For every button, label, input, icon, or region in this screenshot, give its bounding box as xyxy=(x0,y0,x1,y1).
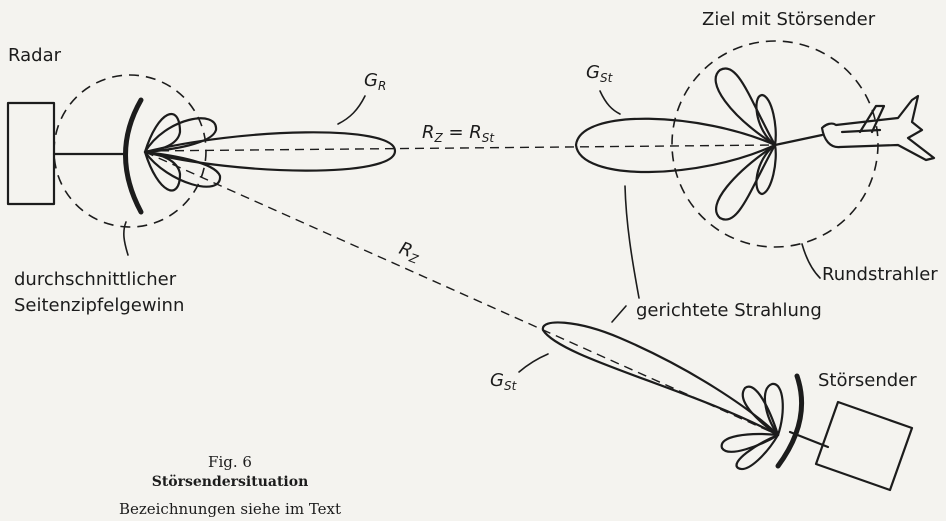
label-gst-target: GSt xyxy=(586,62,614,85)
radar-station xyxy=(6,74,397,228)
aircraft-wing xyxy=(858,104,886,134)
range-line-target xyxy=(144,144,776,152)
target-jammer xyxy=(574,40,936,248)
radar-box xyxy=(6,101,56,206)
jammer-sidelobe xyxy=(741,385,780,437)
caption-note: Bezeichnungen siehe im Text xyxy=(119,500,341,518)
label-gr: GR xyxy=(364,70,386,93)
radar-reflector xyxy=(123,97,144,215)
jammer-main-lobe xyxy=(541,321,780,437)
label-rz: RZ xyxy=(396,238,424,267)
radar-sidelobe xyxy=(143,117,218,154)
label-stoersender: Störsender xyxy=(818,370,917,391)
jammer-sidelobe xyxy=(763,382,784,437)
leader-gst-target xyxy=(599,90,621,115)
label-rundstrahler: Rundstrahler xyxy=(822,264,938,285)
jammer-sidelobe xyxy=(735,433,780,471)
label-radar: Radar xyxy=(8,45,62,66)
range-line-jammer xyxy=(144,151,779,436)
ground-jammer xyxy=(541,321,914,492)
jammer-reflector xyxy=(775,373,805,469)
leader-gerichtete-target xyxy=(624,185,640,299)
target-petal xyxy=(755,143,777,196)
target-backlobe xyxy=(574,117,777,174)
radar-sidelobe xyxy=(143,150,222,188)
caption-title: Störsendersituation xyxy=(152,474,309,490)
radar-main-lobe xyxy=(143,131,397,172)
label-gst-jammer: GSt xyxy=(490,370,518,393)
omni-radiator-circle xyxy=(671,40,879,248)
label-range-equation: RZ = RSt xyxy=(422,122,495,145)
aircraft-icon xyxy=(820,94,936,162)
caption-fig: Fig. 6 xyxy=(208,453,252,471)
label-gerichtete: gerichtete Strahlung xyxy=(636,300,822,321)
leader-gerichtete-jammer xyxy=(611,305,627,323)
leader-gst-jammer xyxy=(518,353,549,373)
target-petal xyxy=(755,93,777,147)
aircraft-link xyxy=(773,133,824,147)
label-target: Ziel mit Störsender xyxy=(702,9,876,30)
label-sidelobe-line2: Seitenzipfelgewinn xyxy=(14,295,184,316)
leader-sidelobe xyxy=(123,221,129,256)
label-sidelobe-line1: durchschnittlicher xyxy=(14,269,177,290)
leader-rundstrahler xyxy=(801,243,821,279)
jammer-boom xyxy=(788,430,830,449)
leader-gr xyxy=(337,95,366,125)
jammer-box xyxy=(814,400,914,492)
